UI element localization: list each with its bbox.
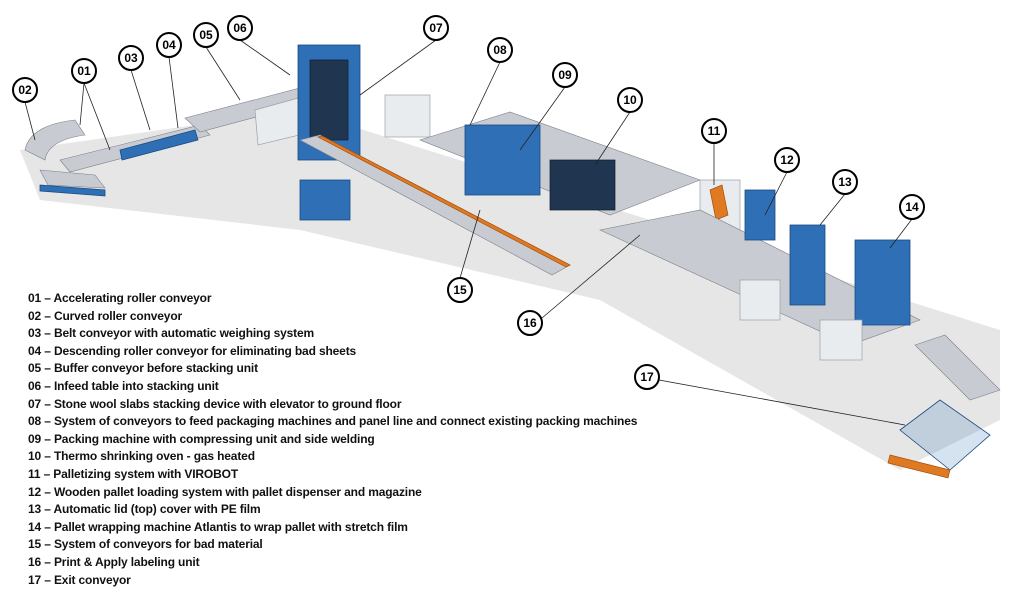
legend-item: 12 – Wooden pallet loading system with p… xyxy=(28,484,422,499)
conveyor-frame xyxy=(39,184,106,197)
callout-03: 03 xyxy=(118,45,144,71)
svg-text:03: 03 xyxy=(124,51,138,65)
legend-item: 10 – Thermo shrinking oven - gas heated xyxy=(28,449,255,464)
exit-conveyor-upper xyxy=(914,334,1001,401)
pallet-magazine xyxy=(744,189,776,241)
legend-item: 03 – Belt conveyor with automatic weighi… xyxy=(28,326,315,341)
svg-text:13: 13 xyxy=(838,175,852,189)
callout-13: 13 xyxy=(832,169,858,195)
callout-14: 14 xyxy=(899,194,925,220)
conveyor-edge xyxy=(317,135,571,268)
callout-06: 06 xyxy=(227,15,253,41)
exit-conveyor xyxy=(899,399,991,471)
stacking-elevator xyxy=(309,59,349,141)
legend-item: 01 – Accelerating roller conveyor xyxy=(28,291,212,305)
legend-item: 14 – Pallet wrapping machine Atlantis to… xyxy=(28,519,408,534)
callout-16: 16 xyxy=(517,310,543,336)
legend-item: 09 – Packing machine with compressing un… xyxy=(28,431,375,446)
legend-item: 08 – System of conveyors to feed packagi… xyxy=(28,414,638,429)
callout-07: 07 xyxy=(423,15,449,41)
legend-item: 06 – Infeed table into stacking unit xyxy=(28,378,219,393)
svg-text:14: 14 xyxy=(905,200,919,214)
svg-text:17: 17 xyxy=(640,370,654,384)
svg-text:05: 05 xyxy=(199,28,213,42)
callout-12: 12 xyxy=(774,147,800,173)
svg-text:01: 01 xyxy=(77,64,91,78)
callout-11: 11 xyxy=(701,118,727,144)
svg-text:07: 07 xyxy=(429,21,443,35)
svg-text:02: 02 xyxy=(18,83,32,97)
accelerating-roller-conveyor xyxy=(39,169,106,189)
side-frame xyxy=(299,179,351,221)
legend-item: 17 – Exit conveyor xyxy=(28,572,131,587)
callout-10: 10 xyxy=(617,87,643,113)
floor-shadow xyxy=(20,110,1000,470)
legend: 01 – Accelerating roller conveyor 02 – C… xyxy=(28,290,637,589)
svg-text:08: 08 xyxy=(493,43,507,57)
legend-item: 07 – Stone wool slabs stacking device wi… xyxy=(28,396,402,411)
wrapping-machine xyxy=(854,239,911,326)
legend-item: 05 – Buffer conveyor before stacking uni… xyxy=(28,361,258,376)
leader-lines xyxy=(24,39,913,426)
packing-machine xyxy=(464,124,541,196)
callout-17: 17 xyxy=(634,364,660,390)
legend-item: 04 – Descending roller conveyor for elim… xyxy=(28,343,357,358)
svg-text:12: 12 xyxy=(780,153,794,167)
callout-04: 04 xyxy=(156,32,182,58)
cabinet xyxy=(739,279,781,321)
svg-text:04: 04 xyxy=(162,38,176,52)
svg-text:09: 09 xyxy=(558,68,572,82)
exit-conveyor-end xyxy=(887,454,951,479)
curved-roller-conveyor xyxy=(24,119,86,161)
control-cabinet xyxy=(384,94,431,138)
svg-text:06: 06 xyxy=(233,21,247,35)
cabinet xyxy=(819,319,863,361)
callout-02: 02 xyxy=(12,77,38,103)
legend-item: 16 – Print & Apply labeling unit xyxy=(28,554,200,569)
callout-09: 09 xyxy=(552,62,578,88)
legend-item: 15 – System of conveyors for bad materia… xyxy=(28,537,263,552)
shrinking-oven xyxy=(549,159,616,211)
callout-01: 01 xyxy=(71,58,97,84)
legend-item: 11 – Palletizing system with VIROBOT xyxy=(28,466,238,481)
legend-item: 13 – Automatic lid (top) cover with PE f… xyxy=(28,502,261,517)
svg-text:15: 15 xyxy=(453,283,467,297)
svg-text:10: 10 xyxy=(623,93,637,107)
callout-05: 05 xyxy=(193,22,219,48)
virobot xyxy=(709,184,729,221)
legend-item: 02 – Curved roller conveyor xyxy=(28,308,183,323)
callout-15: 15 xyxy=(447,277,473,303)
svg-text:11: 11 xyxy=(708,124,721,138)
weighing-conveyor xyxy=(119,129,199,161)
callout-08: 08 xyxy=(487,37,513,63)
lid-cover-machine xyxy=(789,224,826,306)
svg-text:16: 16 xyxy=(523,316,537,330)
